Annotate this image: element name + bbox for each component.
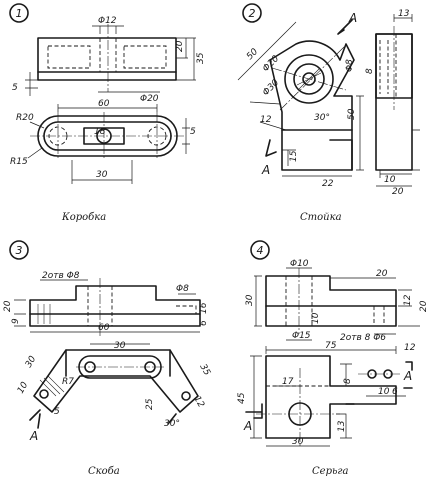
dim-2-22: 22 — [322, 179, 334, 189]
panel-4-top-view — [245, 346, 413, 447]
dim-1-5: 5 — [12, 83, 18, 93]
panel-1-caption: Коробка — [61, 212, 106, 223]
dim-1-18: 18 — [94, 127, 106, 137]
dim-2-8: 8 — [365, 68, 375, 74]
panel-2-stand: 2 A A 50 Φ20 Φ8 Φ30 12 30° 50 15 22 — [237, 3, 420, 223]
dim-2-13: 13 — [398, 9, 410, 19]
dim-4-dia15: Φ15 — [292, 331, 311, 341]
dim-2-20: 20 — [392, 187, 404, 197]
dim-4-17: 17 — [282, 377, 294, 387]
dim-3-30a: 30 — [114, 341, 126, 351]
dim-2-15: 15 — [289, 150, 299, 162]
dim-4-10a: 10 — [311, 312, 321, 324]
dim-1-5b: 5 — [190, 127, 196, 137]
dim-4-20a: 20 — [376, 269, 388, 279]
panel-1-number-circle — [9, 3, 29, 23]
dim-1-r15: R15 — [10, 157, 28, 167]
panel-4-number-circle — [250, 240, 270, 260]
dim-4-75: 75 — [325, 341, 337, 351]
dim-3-10: 10 — [16, 380, 31, 395]
panel-1-box: 1 Φ12 20 35 5 Φ20 — [9, 3, 206, 223]
dim-3-30deg: 30° — [164, 419, 180, 429]
dim-3-12: 12 — [191, 395, 206, 410]
panel-4-earring: 4 Φ10 20 30 10 Φ15 12 20 2отв 8 Φ6 — [237, 240, 429, 477]
dim-3-30b: 30 — [24, 354, 39, 369]
dim-3-5: 5 — [54, 407, 60, 417]
dim-4-8: 8 — [343, 378, 353, 384]
dim-4-30b: 30 — [292, 437, 304, 447]
dim-4-12b: 12 — [404, 343, 416, 353]
dim-1-60: 60 — [98, 99, 110, 109]
panel-2-section-top: A — [348, 11, 357, 25]
dim-3-9: 9 — [11, 318, 21, 324]
dim-4-12a: 12 — [403, 294, 413, 306]
dim-2-10: 10 — [384, 175, 396, 185]
dim-3-16: 16 — [199, 302, 209, 314]
dim-3-20: 20 — [3, 300, 13, 312]
panel-1-top-view — [27, 104, 190, 184]
dim-3-r7: R7 — [62, 377, 74, 387]
panel-3-number: 3 — [16, 244, 23, 257]
panel-2-caption: Стойка — [300, 212, 342, 223]
dim-4-10b: 10 — [378, 387, 390, 397]
dim-4-13: 13 — [337, 420, 347, 432]
panel-2-front-view — [237, 19, 364, 177]
dim-1-35: 35 — [196, 52, 206, 64]
panel-4-front-view — [254, 267, 420, 341]
dim-4-dia10: Φ10 — [290, 259, 309, 269]
dim-4-6: 6 — [392, 387, 398, 397]
panel-3-caption: Скоба — [88, 466, 120, 477]
dim-1-20: 20 — [175, 40, 185, 52]
dim-2-12: 12 — [260, 115, 272, 125]
dim-4-2holes: 2отв 8 Φ6 — [340, 333, 386, 343]
panel-3-top-view — [29, 343, 199, 429]
dim-4-45: 45 — [237, 392, 247, 404]
panel-1-number: 1 — [16, 7, 23, 20]
dim-1-dia12: Φ12 — [98, 16, 117, 26]
dim-2-30deg: 30° — [314, 113, 330, 123]
dim-2-50b: 50 — [347, 108, 357, 120]
panel-3-number-circle — [9, 240, 29, 260]
panel-3-front-view — [14, 278, 201, 336]
dim-4-20b: 20 — [419, 300, 429, 312]
dim-1-30: 30 — [96, 170, 108, 180]
panel-3-section: A — [29, 429, 38, 443]
dim-3-35: 35 — [197, 363, 212, 378]
dim-3-60: 60 — [98, 323, 110, 333]
dim-1-dia20: Φ20 — [140, 94, 159, 104]
panel-1-front-view — [25, 24, 196, 96]
dim-3-25: 25 — [145, 398, 155, 410]
panel-2-side-view — [375, 14, 420, 187]
panel-2-number-circle — [242, 3, 262, 23]
dim-4-30a: 30 — [245, 294, 255, 306]
panel-2-section-bottom: A — [261, 163, 270, 177]
dim-3-dia8: Φ8 — [176, 284, 189, 294]
dim-1-r20: R20 — [16, 113, 34, 123]
dim-2-dia20: Φ20 — [261, 54, 281, 74]
dim-3-2holes: 2отв Φ8 — [42, 271, 80, 281]
panel-4-number: 4 — [257, 244, 264, 257]
dim-3-6: 6 — [199, 320, 209, 326]
panel-2-number: 2 — [249, 7, 256, 20]
panel-4-caption: Серьга — [312, 466, 348, 477]
panel-4-section-right: A — [403, 369, 412, 383]
panel-3-bracket: 3 2отв Φ8 Φ8 20 9 16 6 60 — [3, 240, 212, 477]
panel-4-section-left: A — [243, 419, 252, 433]
dim-2-dia8: Φ8 — [345, 59, 355, 72]
